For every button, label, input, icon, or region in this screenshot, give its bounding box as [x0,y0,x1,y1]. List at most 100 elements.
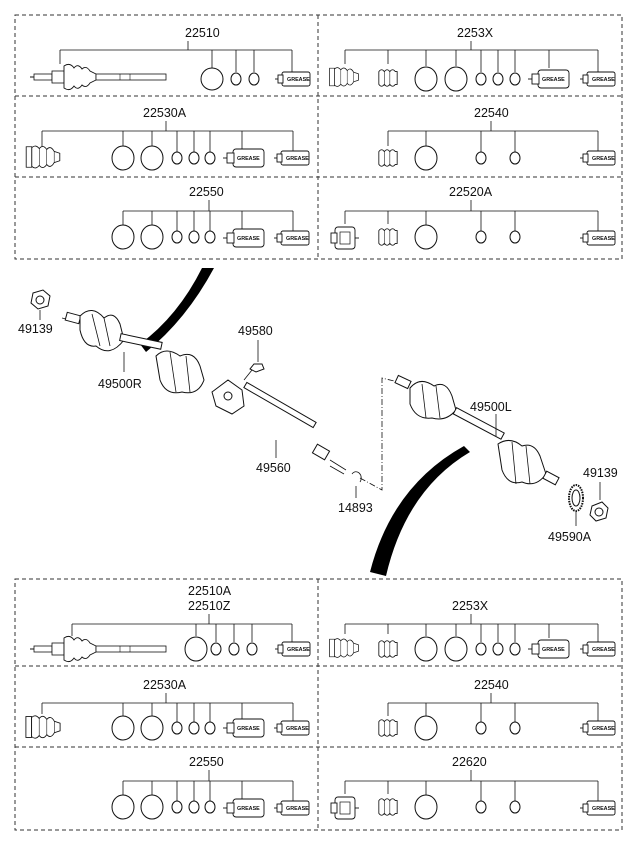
grease-label: GREASE [287,77,310,83]
boot-band-large-icon [444,636,468,662]
kit-label: 22540 [474,106,509,120]
callout-label: 49590A [548,530,592,544]
hub-nut-left: 49139 [18,289,53,336]
callout-label: 49580 [238,324,273,338]
kit-label-alt: 22510Z [188,599,231,613]
kit-label: 22530A [143,106,187,120]
circlip-icon [248,72,260,86]
joint-housing-icon [330,226,360,250]
boot-inner-icon [378,719,398,737]
grease-label: GREASE [287,647,310,653]
kit-label: 2253X [452,599,489,613]
exploded-view: 49139 49500R 49580 [18,268,618,576]
callout-label: 49560 [256,461,291,475]
circlip-icon [204,151,216,165]
boot-band-large-icon [111,224,135,250]
boot-band-large-icon [444,66,468,92]
tone-ring: 49590A [548,484,592,544]
grease-label: GREASE [592,647,615,653]
boot-band-large-icon [111,794,135,820]
spline-end-icon [394,374,412,390]
kit-label: 22510 [185,26,220,40]
grease-label: GREASE [237,156,260,162]
boot-band-large-icon [140,715,164,741]
boot-band-icon [210,642,222,656]
assembly-guide-line [359,377,399,491]
kit-label: 22540 [474,678,509,692]
boot-band-large-icon [200,67,224,91]
kit-label: 22550 [189,755,224,769]
boot-band-icon [188,230,200,244]
boot-band-large-icon [414,224,438,250]
spline-end-icon [542,470,560,486]
boot-band-icon [230,72,242,86]
boot-band-icon [475,721,487,735]
grease-label: GREASE [237,726,260,732]
snap-ring: 14893 [338,471,373,515]
boot-inner-icon [378,228,398,246]
boot-band-icon [188,721,200,735]
drive-shaft-left: 49500L [394,374,560,486]
pointer-wedge-top [140,268,214,352]
kit-22530a-b: 22530A GREASE GREASE [25,678,310,741]
grease-label: GREASE [542,647,565,653]
shaft-collar-icon [311,443,331,461]
grease-label: GREASE [286,726,309,732]
grease-label: GREASE [592,806,615,812]
circlip-icon [509,151,521,165]
inner-joint-boot-icon [155,350,205,394]
callout-label: 14893 [338,501,373,515]
kit-label: 22550 [189,185,224,199]
kit-2253x: 2253X GREASE GREASE [329,26,616,92]
boot-inner-icon [378,798,398,816]
hub-nut-right: 49139 [583,466,618,522]
boot-outer-icon [329,67,359,87]
drive-shaft-assembly-icon [29,635,167,663]
grease-label: GREASE [592,77,615,83]
boot-band-icon [475,800,487,814]
callout-label: 49139 [18,322,53,336]
shaft-bar-icon [452,406,505,440]
kit-22510a: 22510A 22510Z GREASE [29,584,311,663]
boot-band-large-icon [414,145,438,171]
intermediate-shaft-bar-icon [243,381,317,429]
boot-band-large-icon [414,794,438,820]
drive-shaft-right: 49500R [61,310,205,394]
boot-band-large-icon [111,145,135,171]
snap-ring-icon [351,471,362,483]
joint-housing-icon [330,796,360,820]
boot-inner-icon [378,69,398,87]
boot-band-icon [475,72,487,86]
grease-label: GREASE [592,156,615,162]
callout-label: 49139 [583,466,618,480]
boot-band-icon [492,72,504,86]
boot-band-icon [171,721,183,735]
circlip-icon [246,642,258,656]
callout-label: 49500L [470,400,512,414]
circlip-icon [204,721,216,735]
boot-band-icon [171,230,183,244]
kit-22540: 22540 GREASE [378,106,616,171]
kit-label: 22620 [452,755,487,769]
grease-label: GREASE [592,236,615,242]
boot-band-icon [171,800,183,814]
grease-label: GREASE [542,77,565,83]
boot-band-icon [492,642,504,656]
boot-band-large-icon [414,66,438,92]
boot-band-large-icon [414,636,438,662]
boot-band-large-icon [414,715,438,741]
outer-joint-boot-icon [79,310,125,352]
boot-band-icon [475,230,487,244]
kit-22550-b: 22550 GREASE GREASE [111,755,310,820]
boot-band-large-icon [111,715,135,741]
circlip-icon [509,642,521,656]
kit-2253x-b: 2253X GREASE GREASE [329,599,616,662]
boot-outer-icon [25,145,61,169]
circlip-icon [509,230,521,244]
boot-band-large-icon [140,145,164,171]
boot-band-icon [475,151,487,165]
boot-outer-icon [329,638,359,658]
grease-label: GREASE [286,156,309,162]
kit-22520a: 22520A GREASE [330,185,616,250]
boot-inner-icon [378,640,398,658]
